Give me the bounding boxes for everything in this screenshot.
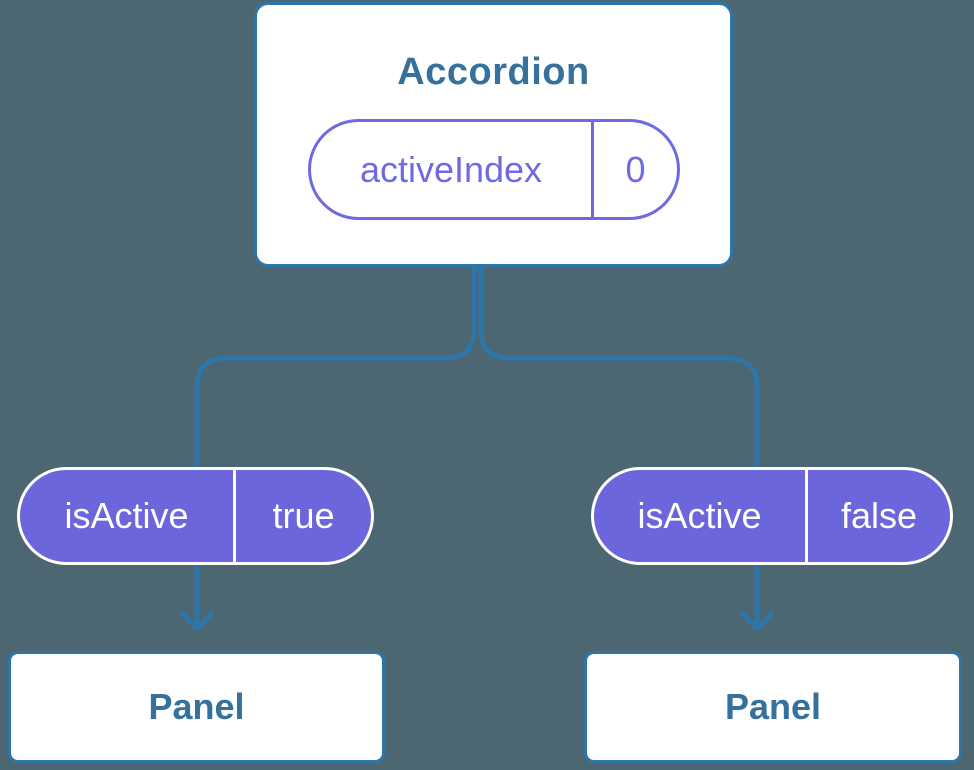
component-title: Panel <box>148 686 245 727</box>
state-value: 0 <box>591 122 677 217</box>
arrow-down-icon <box>179 610 215 632</box>
prop-pill-isactive-true: isActive true <box>17 467 374 565</box>
prop-pill-isactive-false: isActive false <box>591 467 953 565</box>
prop-value: true <box>233 470 371 562</box>
arrow-down-icon <box>739 610 775 632</box>
state-name: activeIndex <box>359 148 543 190</box>
component-title: Accordion <box>397 51 590 93</box>
prop-value: false <box>805 470 950 562</box>
panel-component-card-left: Panel <box>8 651 385 763</box>
state-pill-activeindex: activeIndex 0 <box>308 119 680 220</box>
panel-component-card-right: Panel <box>584 651 962 763</box>
connector-right-branch <box>478 267 760 624</box>
component-title: Panel <box>724 686 822 727</box>
prop-name: isActive <box>637 495 762 536</box>
connector-left-branch <box>194 267 477 624</box>
prop-name: isActive <box>64 495 189 536</box>
accordion-component-card: Accordion activeIndex 0 <box>254 2 733 267</box>
